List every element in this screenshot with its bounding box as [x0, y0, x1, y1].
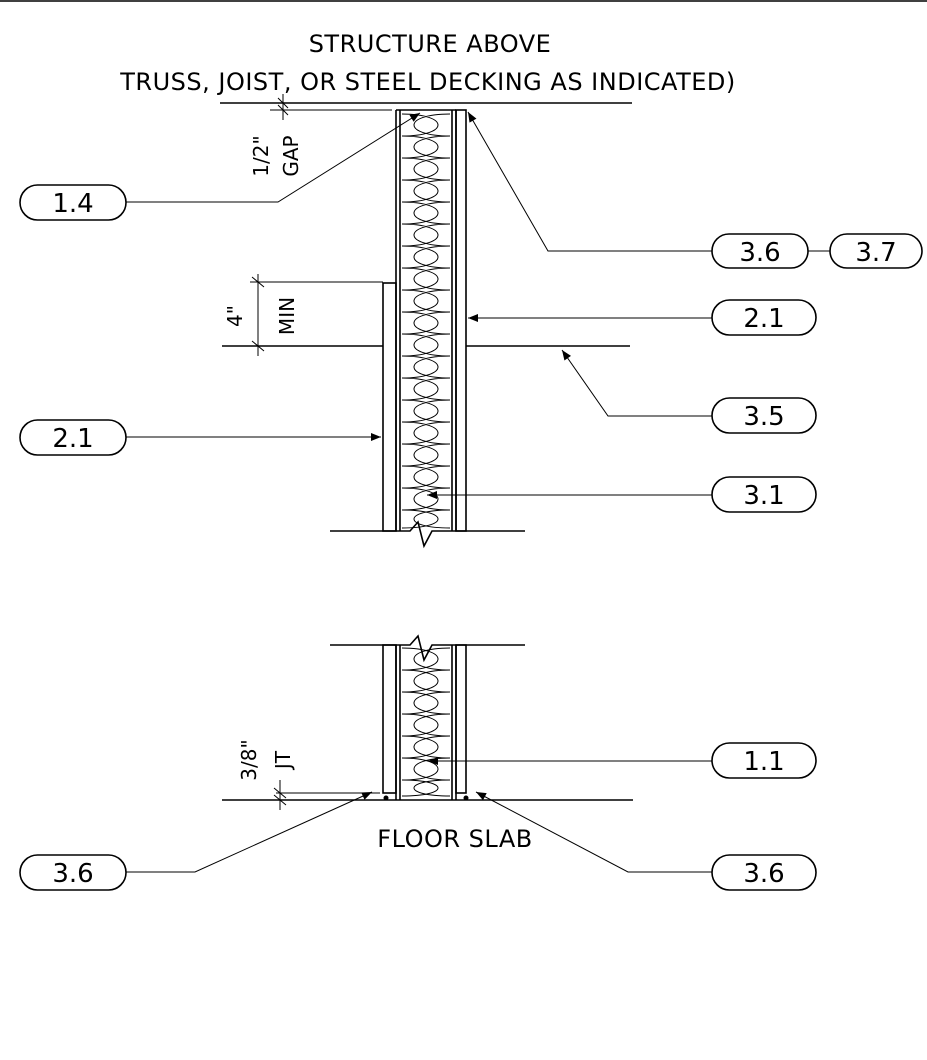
callout-1-1: 1.1 — [428, 742, 817, 779]
callout-3-6-top-label: 3.6 — [739, 238, 780, 268]
insulation-upper — [401, 113, 451, 529]
gap-dimension: 1/2" GAP — [249, 94, 392, 177]
callout-3-1-label: 3.1 — [743, 481, 784, 511]
callout-3-6-bottom-right-label: 3.6 — [743, 859, 784, 889]
callout-3-1: 3.1 — [427, 476, 817, 513]
callout-3-6-bottom-right: 3.6 — [475, 791, 817, 891]
break-line-lower — [330, 634, 525, 663]
callout-3-7-label: 3.7 — [855, 238, 896, 268]
gypsum-board-right-upper — [455, 109, 467, 532]
callout-3-5-label: 3.5 — [743, 402, 784, 432]
jt-label: JT — [271, 750, 295, 771]
min-dimension: 4" MIN — [223, 274, 383, 356]
insulation-lower — [401, 647, 451, 797]
callout-3-5: 3.5 — [561, 349, 817, 434]
callout-1-1-label: 1.1 — [743, 747, 784, 777]
gap-label: GAP — [279, 135, 303, 176]
break-line-upper — [330, 520, 525, 549]
min-value: 4" — [223, 305, 247, 327]
callout-1-4-label: 1.4 — [52, 189, 93, 219]
callout-1-4: 1.4 — [19, 112, 421, 221]
structure-note: TRUSS, JOIST, OR STEEL DECKING AS INDICA… — [119, 68, 736, 96]
structure-above-title: STRUCTURE ABOVE — [309, 30, 552, 58]
jt-value: 3/8" — [237, 739, 261, 780]
callout-2-1-left: 2.1 — [19, 419, 381, 456]
callout-3-6-bottom-left: 3.6 — [19, 791, 373, 891]
callout-2-1-left-label: 2.1 — [52, 424, 93, 454]
gypsum-board-right-lower — [455, 644, 467, 794]
floor-slab-title: FLOOR SLAB — [377, 825, 532, 853]
callout-2-1-right: 2.1 — [468, 299, 817, 336]
callout-3-6-bottom-left-label: 3.6 — [52, 859, 93, 889]
callout-2-1-right-label: 2.1 — [743, 304, 784, 334]
upper-wall-assembly — [330, 109, 525, 549]
callout-3-6-3-7: 3.6 3.7 — [467, 111, 923, 269]
gypsum-board-left-upper — [382, 282, 397, 532]
min-label: MIN — [275, 297, 299, 335]
jt-dimension: 3/8" JT — [237, 739, 380, 810]
lower-wall-assembly — [330, 634, 525, 801]
gap-value: 1/2" — [249, 135, 273, 176]
gypsum-board-left-lower — [382, 644, 397, 794]
